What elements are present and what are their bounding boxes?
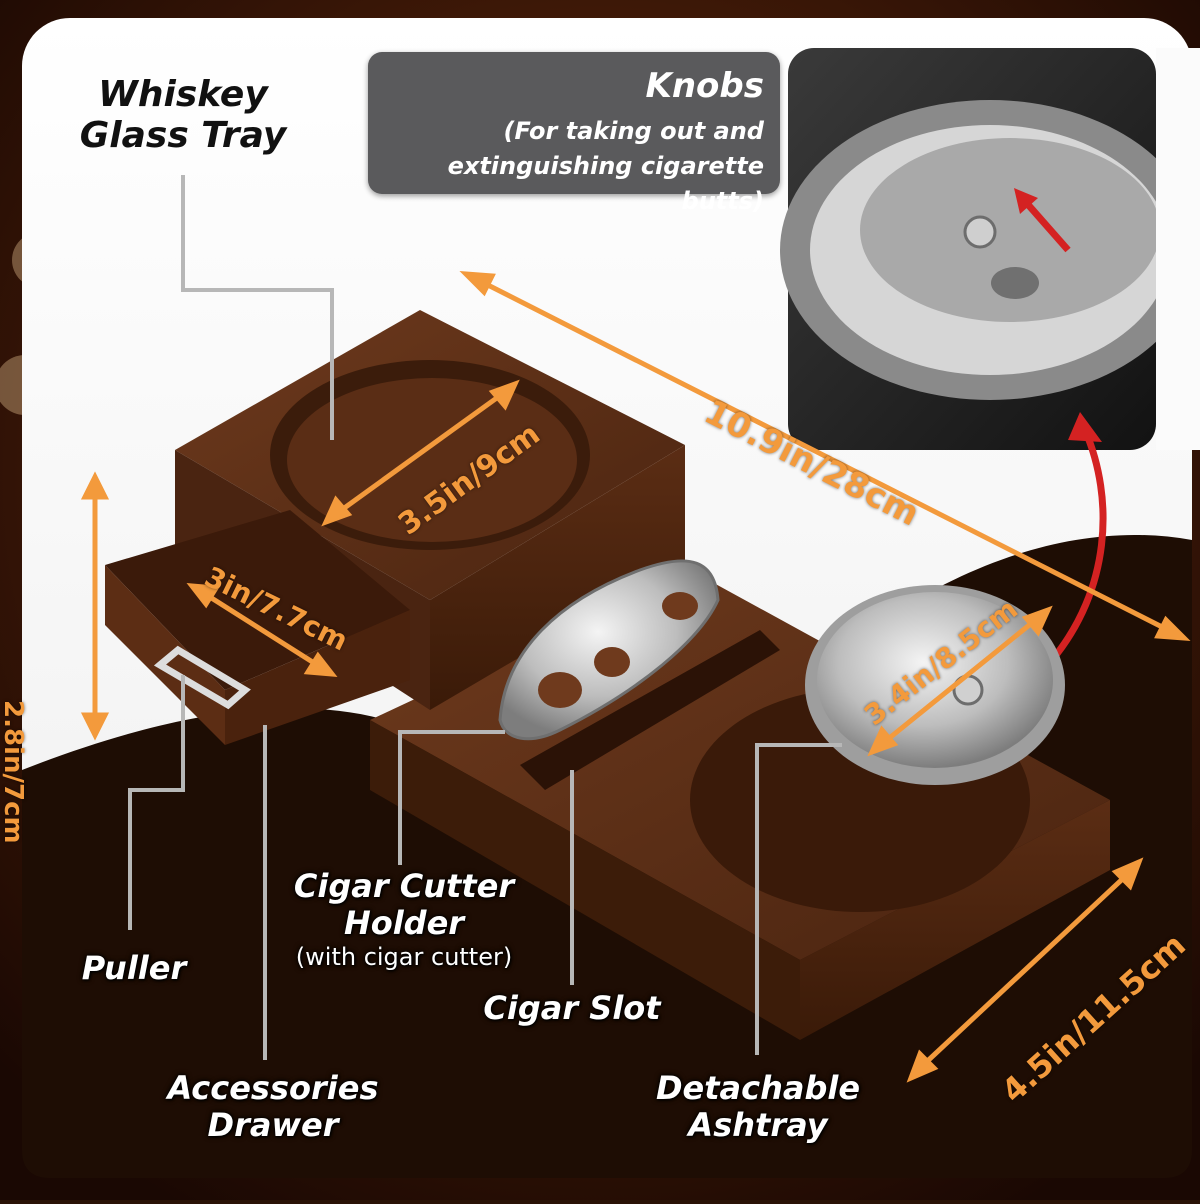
label-line: Accessories [167, 1069, 379, 1107]
knobs-title: Knobs [645, 66, 765, 106]
dim-drawer-line [200, 589, 324, 671]
dim-drawer-head [186, 583, 221, 609]
dim-ashtray-line [880, 616, 1040, 746]
drawer-front [105, 565, 225, 745]
label-detachable-ashtray: Detachable Ashtray [652, 1070, 864, 1144]
knobs-callout: Knobs (For taking out and extinguishing … [368, 52, 780, 215]
dim-tray-head [488, 379, 520, 411]
knobs-photo-mask-right [1156, 48, 1200, 450]
cigar-cutter-hole [538, 672, 582, 708]
glass-recess-floor [287, 378, 577, 542]
dim-drawer-head [303, 651, 338, 677]
drawer-side [225, 610, 410, 745]
dim-width-head [1111, 857, 1144, 891]
drawer-puller [153, 645, 251, 710]
label-cutter-note: (with cigar cutter) [295, 942, 513, 971]
drawer-top-opening [105, 510, 410, 690]
dim-height-head [80, 471, 110, 500]
dim-length-head [459, 270, 496, 297]
knob-hole [991, 267, 1039, 299]
label-accessories-drawer: Accessories Drawer [160, 1070, 386, 1144]
knob-pointer-arrowhead [1014, 188, 1038, 214]
label-line: Detachable [655, 1069, 861, 1107]
cigar-cutter-hole [594, 647, 630, 677]
dim-tray-head [321, 495, 353, 527]
tray-block-side [430, 445, 685, 710]
knob-screw [963, 215, 997, 249]
label-cigar-cutter-holder: Cigar Cutter Holder (with cigar cutter) [282, 868, 526, 971]
dim-length-head [1154, 615, 1191, 642]
link-arrow-head [1068, 412, 1102, 442]
label-puller: Puller [66, 950, 202, 987]
leader-cutter [398, 730, 505, 865]
dim-height-label: 2.8in/7cm [0, 700, 28, 844]
leader-whiskey [181, 175, 334, 440]
label-line: Glass Tray [79, 115, 287, 157]
link-arrow-curve [1049, 428, 1107, 663]
wood-base-front [370, 720, 800, 1040]
dim-ashtray-head [1021, 605, 1053, 637]
label-line: Puller [81, 949, 187, 987]
label-line: Cigar Cutter [293, 867, 515, 905]
label-line: Drawer [207, 1105, 339, 1144]
dim-width-head [906, 1049, 939, 1083]
wood-base-side [800, 800, 1110, 1040]
knobs-description: (For taking out and extinguishing cigare… [368, 114, 764, 218]
leader-puller [128, 675, 185, 930]
cigar-slot-groove [520, 630, 780, 790]
dim-width-line [918, 870, 1132, 1070]
dim-tray-line [334, 389, 507, 517]
knob-pointer-arrow [1021, 197, 1071, 253]
cigar-cutter-hole [662, 592, 698, 620]
dim-height-head [80, 712, 110, 741]
dim-length-line [476, 277, 1174, 635]
label-line: Holder [343, 903, 465, 942]
dimension-arrows [80, 270, 1191, 1083]
label-whiskey-glass-tray: Whiskey Glass Tray [72, 74, 294, 157]
leader-lines [128, 175, 842, 1060]
dim-ashtray-head [867, 725, 899, 757]
leader-ashtray [755, 743, 842, 1055]
ashtray-bowl [817, 592, 1053, 768]
knobs-photo-ashtray-floor [860, 138, 1160, 322]
label-line: Cigar Slot [483, 989, 661, 1027]
knobs-desc-line: (For taking out and [503, 117, 764, 145]
label-cigar-slot: Cigar Slot [478, 990, 666, 1027]
label-line: Ashtray [688, 1105, 828, 1144]
label-line: Whiskey [98, 74, 268, 115]
knobs-desc-line: extinguishing cigarette butts) [447, 151, 764, 215]
